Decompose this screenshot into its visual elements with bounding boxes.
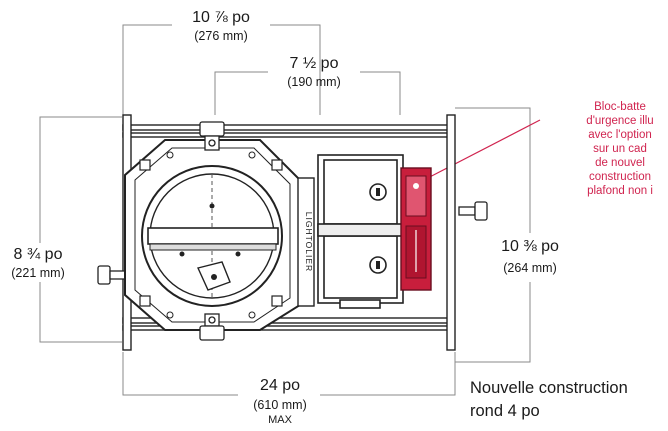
callout-line: plafond non i [587,185,653,197]
callout-line: de nouvel [595,157,645,169]
product-caption: Nouvelle construction rond 4 po [470,377,628,423]
callout-line: construction [588,171,651,183]
top-width-metric: (276 mm) [194,29,248,43]
top-clip [199,121,225,151]
callout-line: d'urgence illu [586,115,654,127]
inner-width-metric: (190 mm) [287,75,341,89]
top-width-label: 10 ⅞ po [192,9,250,26]
aperture [141,165,283,307]
callout-line: avec l'option [588,129,652,141]
bottom-clip [199,313,225,341]
hanger-bars [122,114,456,351]
inner-width-label: 7 ½ po [289,55,339,72]
bottom-width-label: 24 po [259,377,301,394]
left-height-metric: (221 mm) [11,266,65,280]
right-height-metric: (264 mm) [503,261,557,275]
callout-line: sur un cad [593,143,647,155]
callout-line: Bloc-batte [594,101,646,113]
callout-leader [419,119,541,183]
caption-line-1: Nouvelle construction [470,379,628,397]
caption-line-2: rond 4 po [470,402,540,420]
right-height-label: 10 ⅜ po [501,238,559,255]
dimension-lines [39,24,531,396]
junction-box [317,154,404,309]
bottom-width-max: MAX [268,414,292,426]
side-thumbscrews [97,201,488,285]
left-height-label: 8 ¾ po [13,246,63,263]
battery-callout: Bloc-batte d'urgence illu avec l'option … [540,100,668,198]
housing-text: LIGHTOLIER [304,212,314,272]
bottom-width-metric: (610 mm) [253,398,307,412]
label-strip: LIGHTOLIER [297,177,315,307]
battery-pack [400,167,432,291]
